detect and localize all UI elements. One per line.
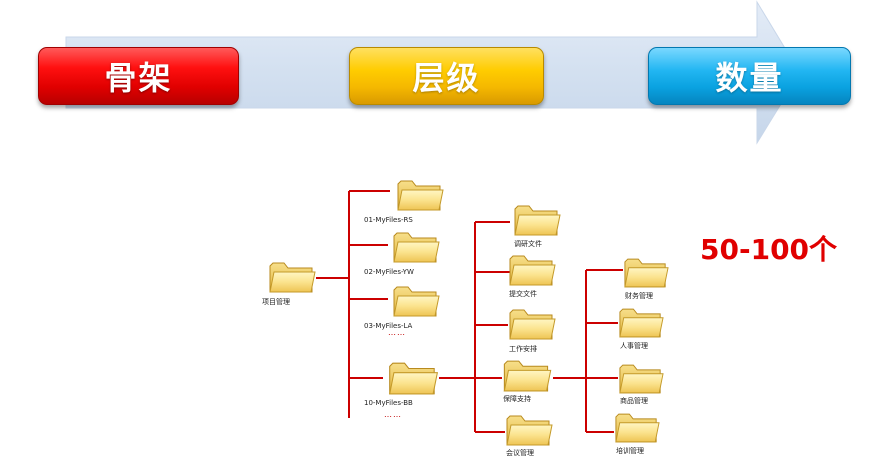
folder-label-rs: 01-MyFiles-RS [364, 216, 413, 224]
ellipsis-marker: …… [388, 328, 406, 337]
folder-icon-work [509, 309, 556, 340]
folder-label-work: 工作安排 [509, 345, 537, 353]
folder-label-finance: 财务管理 [625, 292, 653, 300]
root-folder-label: 项目管理 [262, 298, 290, 306]
stage-quantity-label: 数量 [715, 59, 784, 97]
connector-lines [316, 190, 623, 433]
folder-label-yw: 02-MyFiles-YW [364, 268, 414, 276]
folder-label-submit: 提交文件 [509, 290, 537, 298]
folder-label-meeting: 会议管理 [506, 449, 534, 457]
folder-icon-support [503, 360, 552, 392]
stage-quantity-button: 数量 [648, 47, 851, 105]
folder-label-hr: 人事管理 [620, 342, 648, 350]
folder-icon-rs [397, 180, 444, 211]
folder-label-la: 03-MyFiles-LA [364, 322, 413, 330]
folder-label-training: 培训管理 [616, 447, 644, 455]
stage-hierarchy-button: 层级 [349, 47, 544, 105]
folder-count-label: 50-100个 [700, 233, 838, 266]
folder-icon-goods [619, 364, 664, 394]
folder-icon-submit [509, 255, 556, 286]
ellipsis-marker: …… [384, 410, 402, 419]
folder-icon-research [514, 205, 561, 236]
stage-skeleton-label: 骨架 [104, 59, 173, 97]
folder-label-research: 调研文件 [514, 240, 542, 248]
folder-label-goods: 商品管理 [620, 397, 648, 405]
root-folder-icon [269, 262, 316, 293]
stage-skeleton-button: 骨架 [38, 47, 239, 105]
folder-icon-la [393, 286, 440, 317]
folder-label-bb: 10-MyFiles-BB [364, 399, 413, 407]
folder-label-support: 保障支持 [503, 395, 531, 403]
folder-icon-meeting [506, 415, 553, 446]
folder-icon-yw [393, 232, 440, 263]
folder-icon-hr [619, 308, 664, 338]
folder-icon-bb [389, 362, 438, 395]
folder-icon-finance [624, 258, 669, 288]
stage-hierarchy-label: 层级 [412, 59, 481, 97]
folder-icon-training [615, 413, 660, 443]
